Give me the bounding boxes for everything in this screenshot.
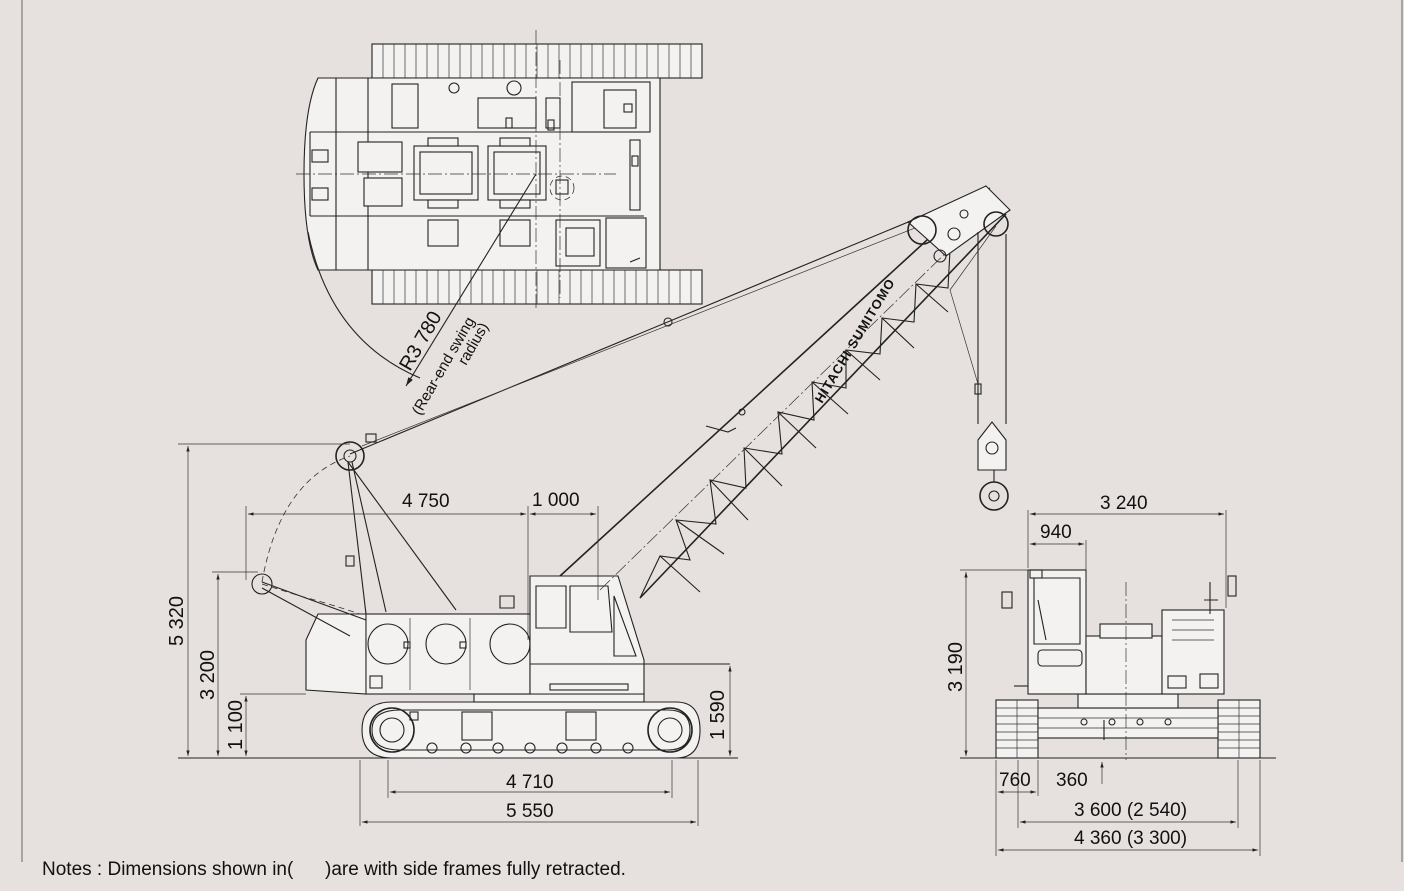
dimension-5320: 5 320 <box>166 596 188 646</box>
dimension-4750: 4 750 <box>402 491 450 512</box>
front-view: 3 240 940 3 190 760 360 3 600 (2 540) 4 … <box>945 493 1276 856</box>
dimension-4360: 4 360 (3 300) <box>1074 828 1187 849</box>
front-dimensions: 3 240 940 3 190 760 360 3 600 (2 540) 4 … <box>945 493 1261 856</box>
dimension-3190: 3 190 <box>945 642 967 692</box>
dimension-760: 760 <box>999 770 1031 791</box>
side-dimensions: 5 320 3 200 1 100 1 590 4 750 1 000 4 71… <box>166 443 732 826</box>
dimension-1000: 1 000 <box>532 490 580 511</box>
dimension-3600: 3 600 (2 540) <box>1074 800 1187 821</box>
dimension-3200: 3 200 <box>197 650 219 700</box>
dimension-360: 360 <box>1056 770 1088 791</box>
dimension-1590: 1 590 <box>707 690 729 740</box>
dimension-4710: 4 710 <box>506 772 554 793</box>
dimension-5550: 5 550 <box>506 801 554 822</box>
dimension-1100: 1 100 <box>225 700 247 750</box>
dimension-940: 940 <box>1040 522 1072 543</box>
top-view: R3 780 (Rear-end swing radius) <box>296 30 703 418</box>
dimension-notes: Notes : Dimensions shown in( )are with s… <box>42 859 626 880</box>
side-view: HITACHI SUMITOMO 5 320 3 200 1 100 1 590… <box>166 185 1011 826</box>
dimension-3240: 3 240 <box>1100 493 1148 514</box>
